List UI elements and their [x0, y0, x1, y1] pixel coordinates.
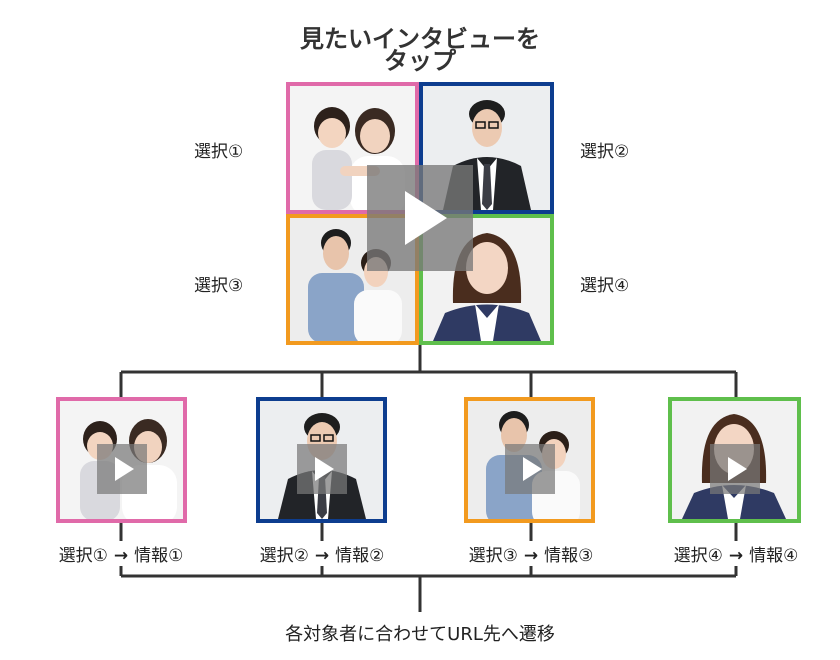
- arrow-icon: →: [523, 546, 539, 566]
- play-icon: [115, 457, 134, 481]
- selection-label-1: 選択①: [194, 142, 244, 162]
- play-icon: [405, 191, 447, 245]
- selection-label-4: 選択④: [580, 276, 630, 296]
- diagram-title-line1: 見たいインタビューを: [300, 25, 540, 53]
- play-button-1[interactable]: [97, 444, 147, 494]
- diagram-title-line2: タップ: [384, 47, 456, 75]
- caption-from: 選択②: [259, 546, 309, 566]
- caption-to: 情報①: [134, 546, 184, 566]
- result-caption-4: 選択④→情報④: [646, 541, 826, 566]
- caption-to: 情報④: [749, 546, 799, 566]
- caption-to: 情報②: [335, 546, 385, 566]
- caption-from: 選択③: [468, 546, 518, 566]
- arrow-icon: →: [314, 546, 330, 566]
- selection-label-2: 選択②: [580, 142, 630, 162]
- play-icon: [728, 457, 747, 481]
- caption-from: 選択①: [58, 546, 108, 566]
- arrow-icon: →: [728, 546, 744, 566]
- selection-label-3: 選択③: [194, 276, 244, 296]
- play-icon: [315, 457, 334, 481]
- footer-caption: 各対象者に合わせてURL先へ遷移: [285, 624, 555, 645]
- play-button[interactable]: [367, 165, 473, 271]
- play-button-3[interactable]: [505, 444, 555, 494]
- caption-from: 選択④: [673, 546, 723, 566]
- play-button-2[interactable]: [297, 444, 347, 494]
- result-caption-1: 選択①→情報①: [31, 541, 211, 566]
- play-icon: [523, 457, 542, 481]
- result-caption-3: 選択③→情報③: [441, 541, 621, 566]
- caption-to: 情報③: [544, 546, 594, 566]
- arrow-icon: →: [113, 546, 129, 566]
- play-button-4[interactable]: [710, 444, 760, 494]
- result-caption-2: 選択②→情報②: [232, 541, 412, 566]
